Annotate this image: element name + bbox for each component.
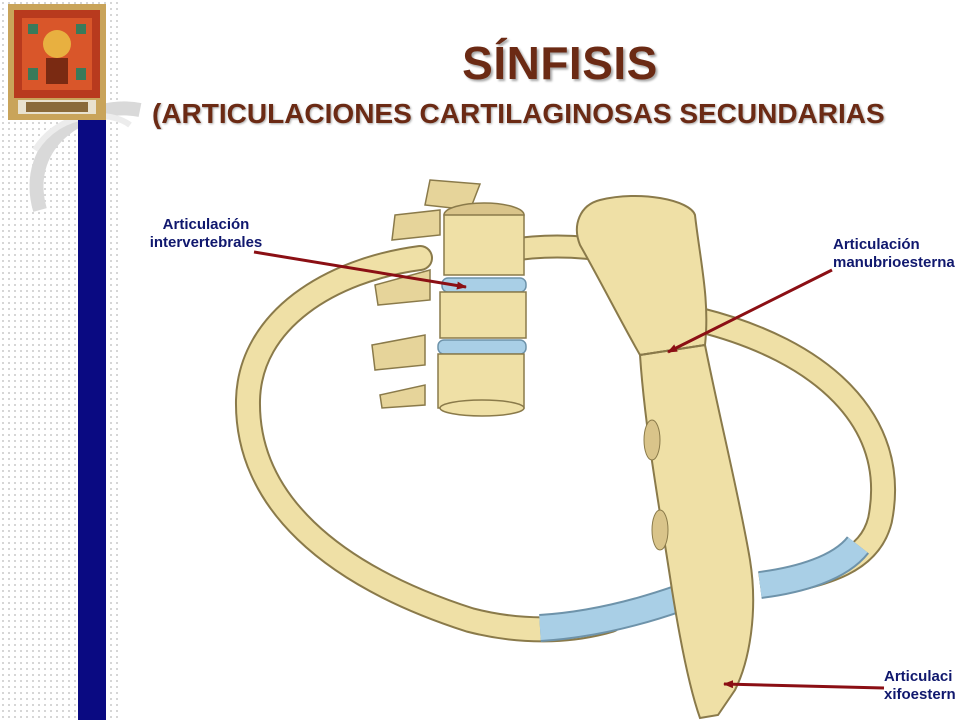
label-xiphosternal-line2: xifoestern bbox=[884, 686, 956, 703]
sternum bbox=[575, 194, 755, 720]
label-manubriosternal-line1: Articulación bbox=[833, 236, 920, 253]
vertebral-column bbox=[371, 179, 527, 417]
rib-ring bbox=[234, 234, 897, 643]
label-xiphosternal: Articulaci xifoestern bbox=[884, 668, 960, 704]
arrow-xiphosternal bbox=[723, 680, 885, 690]
label-manubriosternal: Articulación manubrioesterna bbox=[833, 236, 960, 272]
arrow-manubriosternal bbox=[667, 268, 833, 354]
arrow-intervertebral bbox=[253, 250, 467, 290]
aztec-logo-image bbox=[8, 4, 106, 120]
sidebar-accent-bar bbox=[78, 120, 106, 720]
label-manubriosternal-line2: manubrioesterna bbox=[833, 254, 955, 271]
slide-title: SÍNFISIS bbox=[462, 37, 658, 89]
label-xiphosternal-line1: Articulaci bbox=[884, 668, 953, 685]
label-intervertebral-line2: intervertebrales bbox=[149, 234, 263, 251]
label-intervertebral: Articulación intervertebrales bbox=[136, 216, 276, 252]
label-intervertebral-line1: Articulación bbox=[162, 216, 250, 233]
slide-subtitle: (ARTICULACIONES CARTILAGINOSAS SECUNDARI… bbox=[152, 98, 885, 129]
